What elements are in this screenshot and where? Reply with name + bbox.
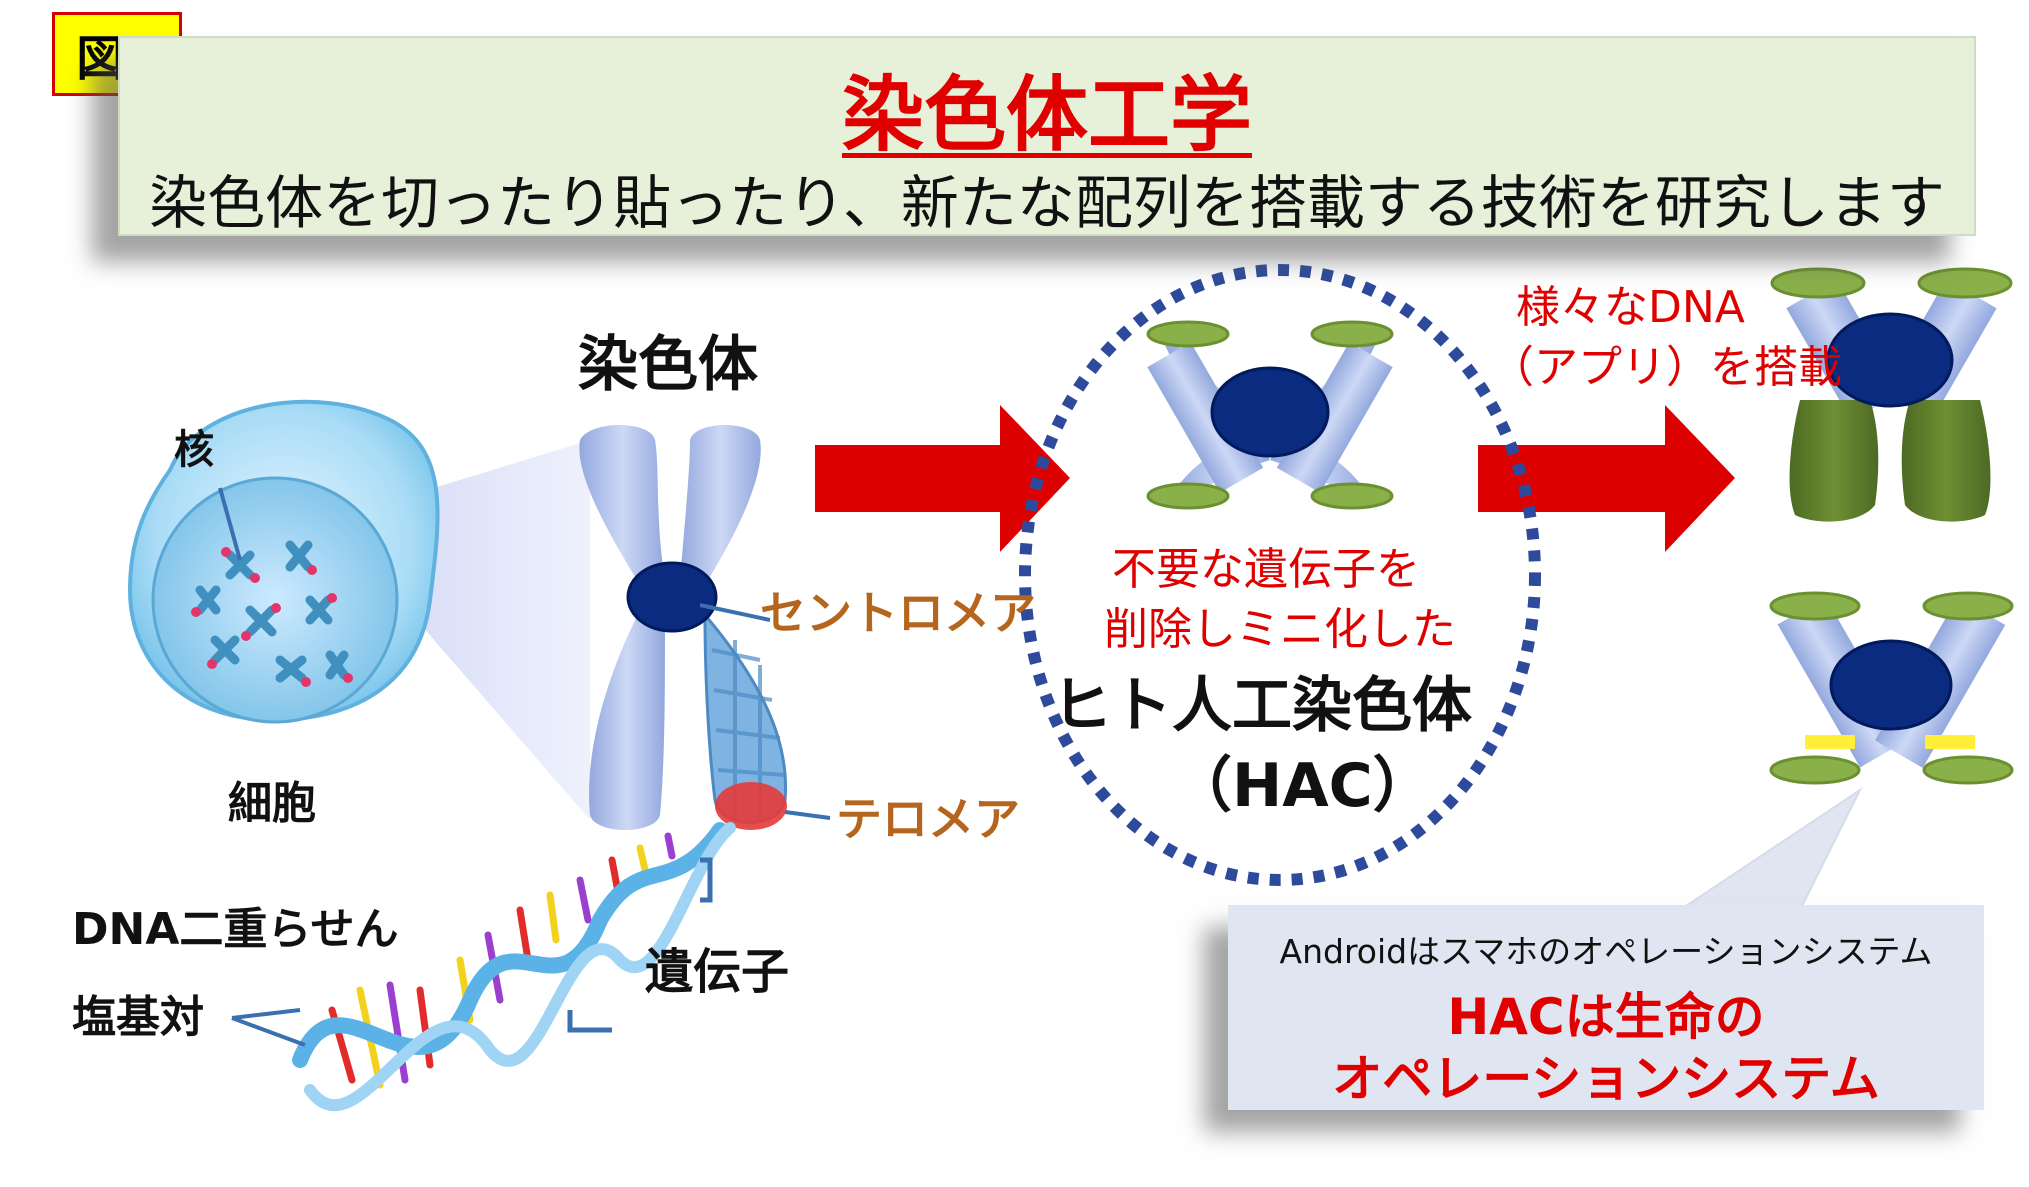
os-analogy-note: Androidはスマホのオペレーションシステム HACは生命の オペレーションシ… [1228,905,1984,1110]
label-centromere: セントロメア [760,586,1036,640]
nucleus-chromosomes [191,540,353,687]
title-banner: 染色体工学 染色体を切ったり貼ったり、新たな配列を搭載する技術を研究します [118,36,1976,237]
label-chromosome: 染色体 [578,330,758,400]
note-hac-life: HACは生命の [1447,988,1765,1046]
arrow-to-hac [815,405,1070,552]
base-pair-pointer-1 [231,1008,301,1020]
nucleus [151,476,399,724]
note-callout-tail [1676,787,1863,911]
loaded-centromere [1826,312,1954,408]
load-line1: 様々なDNA [1516,282,1745,333]
hac-centromere [1210,366,1330,458]
label-base-pair: 塩基対 [72,992,204,1043]
hac-name-line2: （HAC） [1172,751,1433,821]
note-os: オペレーションシステム [1332,1050,1880,1108]
base-pair-pointer-2 [231,1016,306,1047]
hac-dotted-circle [1019,264,1541,886]
loaded-chromosome [1770,267,2013,522]
hac-desc-line1: 不要な遺伝子を [1112,544,1420,595]
gene-bracket-upper [700,857,713,903]
banner-subtitle: 染色体を切ったり貼ったり、新たな配列を搭載する技術を研究します [149,169,1945,237]
label-cell: 細胞 [228,778,316,829]
label-gene: 遺伝子 [645,944,790,1000]
marker-left [1805,735,1855,749]
banner-title: 染色体工学 [841,68,1252,163]
centromere-pointer [699,603,771,622]
hac-name-line1: ヒト人工染色体 [1052,671,1472,741]
telomere-pointer [784,810,831,820]
centromere [626,561,718,633]
nucleus-pointer [218,487,242,561]
arrow-to-loaded [1478,405,1735,552]
hac-chromosome [1146,320,1394,510]
gene-bracket-lower [567,1010,612,1033]
main-chromosome [579,425,788,830]
marker-right [1925,735,1975,749]
dna-helix [292,822,736,1112]
label-dna-helix: DNA二重らせん [72,904,399,955]
marked-centromere [1829,639,1953,731]
load-line2: （アプリ）を搭載 [1490,342,1842,393]
label-telomere: テロメア [836,792,1020,846]
note-android: Androidはスマホのオペレーションシステム [1279,932,1933,971]
label-nucleus: 核 [174,427,214,473]
hac-desc-line2: 削除しミニ化した [1104,604,1456,655]
marked-chromosome [1769,591,2014,785]
